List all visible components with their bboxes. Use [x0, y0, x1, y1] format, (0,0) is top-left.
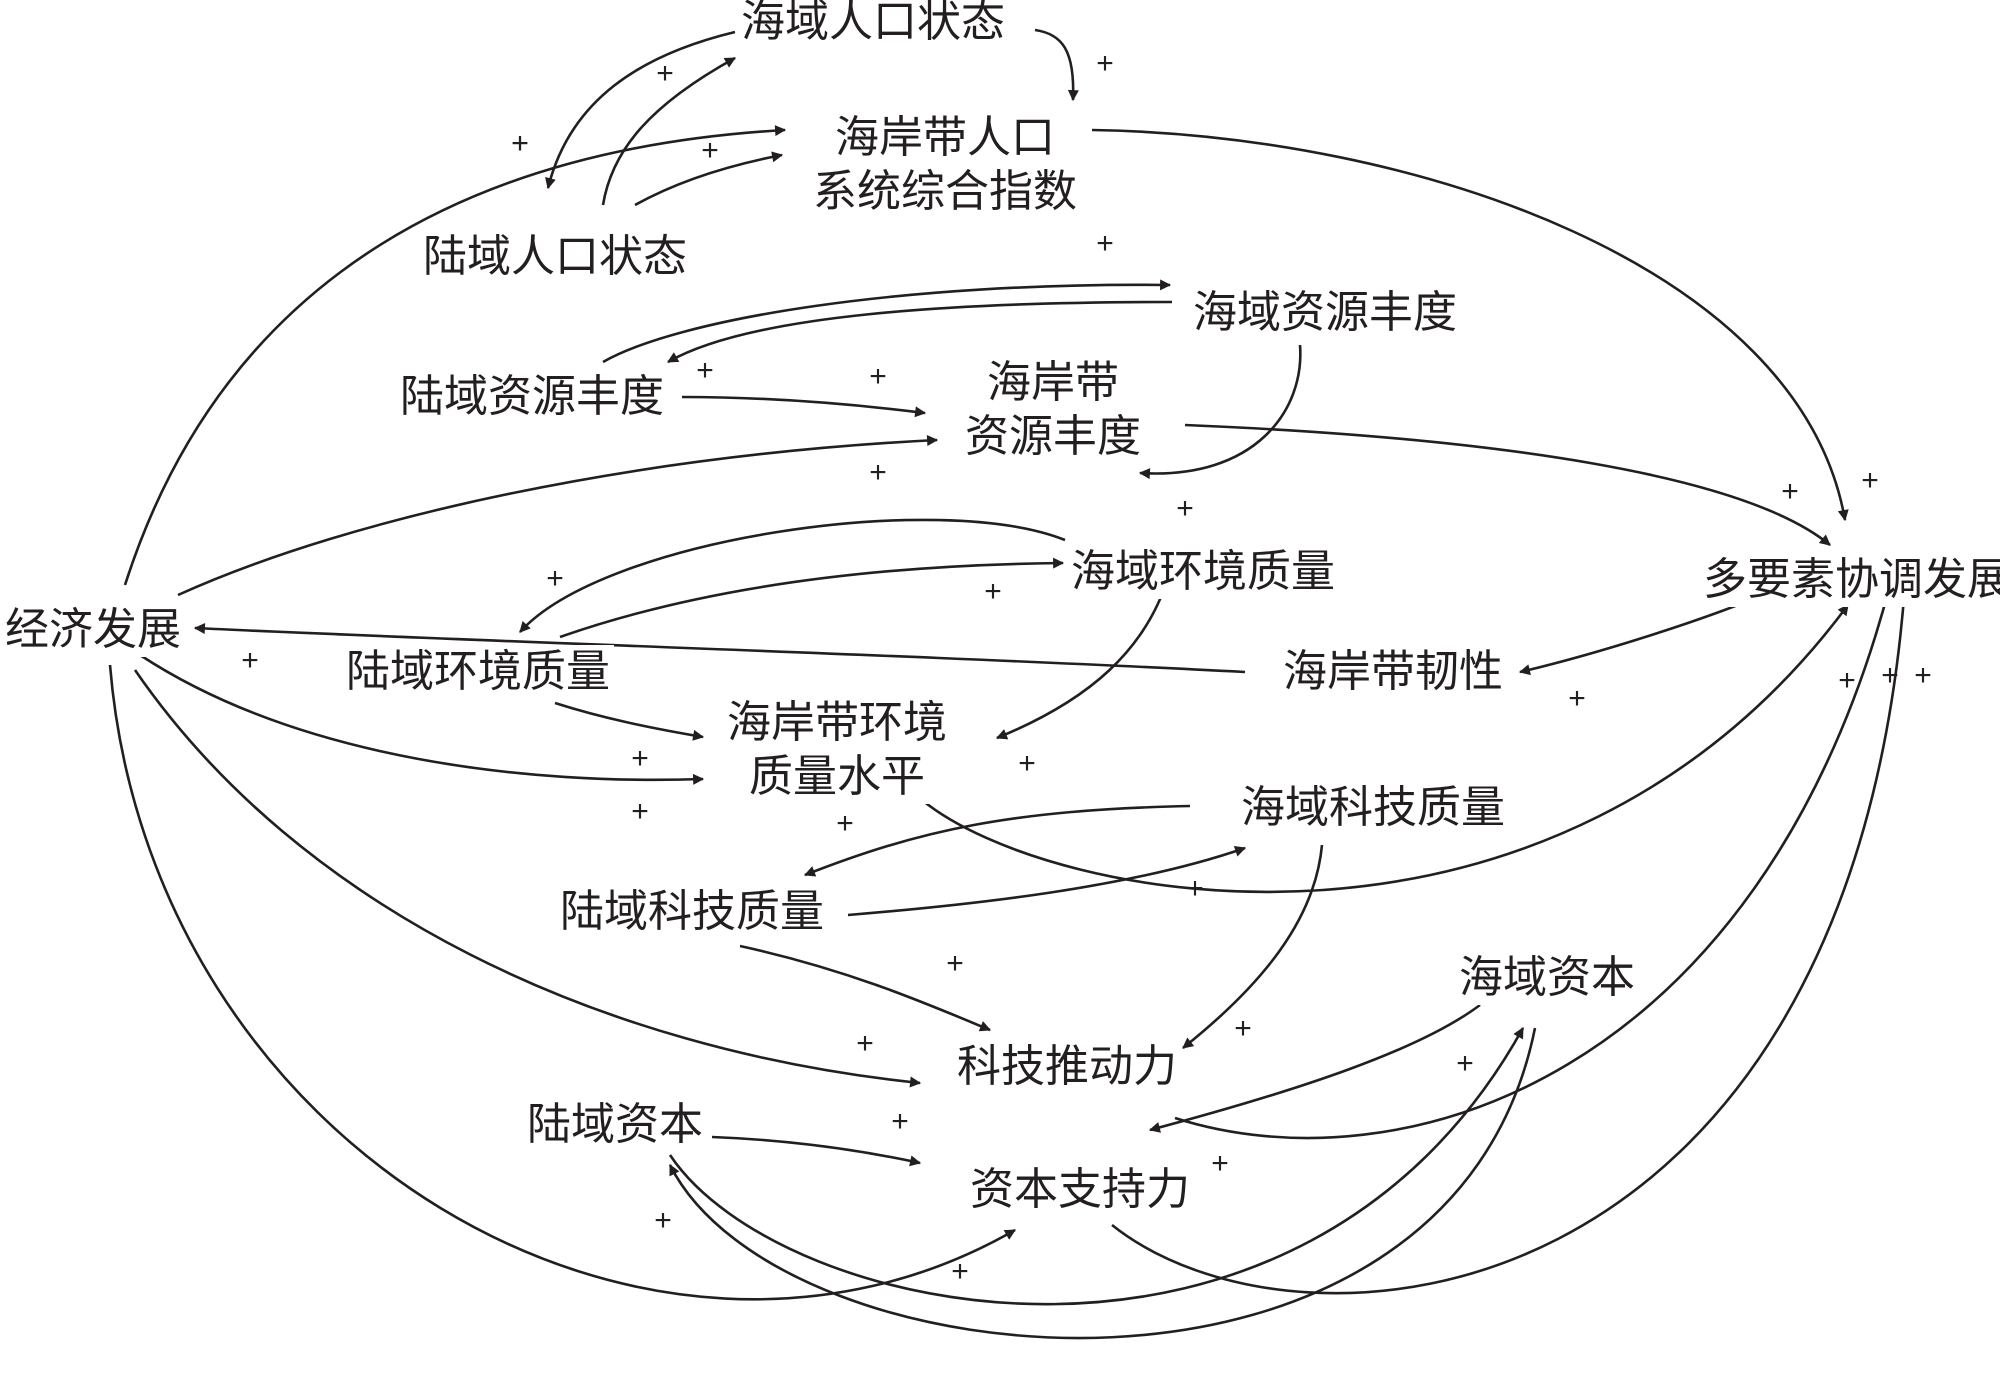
link-polarity-sign: + — [1861, 464, 1879, 497]
link-polarity-sign: + — [656, 57, 674, 90]
link-polarity-sign: + — [869, 456, 887, 489]
link-polarity-sign: + — [1456, 1047, 1474, 1080]
link-resil-to-econ — [193, 622, 1246, 674]
link-polarity-sign: + — [946, 947, 964, 980]
node-multi-factor-coordination: 多要素协调发展 — [1699, 553, 2000, 607]
link-coast_res-to-multi — [1184, 423, 1831, 547]
link-sea_cap-to-land_cap — [668, 1027, 1537, 1340]
link-polarity-sign: + — [984, 575, 1002, 608]
node-coastal-resource-abundance: 海岸带 资源丰度 — [961, 356, 1145, 464]
node-economic-development: 经济发展 — [1, 603, 185, 657]
link-polarity-sign: + — [696, 354, 714, 387]
link-sea_pop-to-coast_pop — [1034, 28, 1079, 102]
link-polarity-sign: + — [891, 1105, 909, 1138]
link-polarity-sign: + — [869, 360, 887, 393]
link-land_tech-to-tech_drive — [739, 944, 992, 1032]
link-polarity-sign: + — [1186, 872, 1204, 905]
link-polarity-sign: + — [1781, 475, 1799, 508]
link-polarity-sign: + — [1018, 747, 1036, 780]
node-sea-tech-quality: 海域科技质量 — [1237, 781, 1509, 835]
link-polarity-sign: + — [511, 127, 529, 160]
link-polarity-sign: + — [1096, 47, 1114, 80]
link-polarity-sign: + — [511, 127, 529, 160]
link-tech_drive-to-multi — [1174, 583, 1893, 1140]
node-land-capital: 陆域资本 — [523, 1098, 707, 1152]
link-econ-to-cap_sup — [108, 664, 1016, 1301]
link-polarity-sign: + — [1234, 1012, 1252, 1045]
link-econ-to-coast_pop — [123, 125, 787, 586]
link-polarity-sign: + — [1568, 682, 1586, 715]
link-coast_env-to-multi — [921, 604, 1850, 894]
link-land_env-to-sea_env — [559, 557, 1065, 639]
link-polarity-sign: + — [1211, 1147, 1229, 1180]
node-sea-environment-quality: 海域环境质量 — [1067, 545, 1339, 599]
link-sea_tech-to-tech_drive — [1182, 844, 1324, 1050]
link-sea_pop-to-land_pop — [545, 30, 736, 190]
node-coastal-resilience: 海岸带韧性 — [1279, 645, 1507, 699]
link-polarity-sign: + — [241, 644, 259, 677]
link-polarity-sign: + — [631, 795, 649, 828]
link-land_env-to-coast_env — [554, 701, 705, 741]
node-tech-driving-force: 科技推动力 — [953, 1040, 1181, 1094]
link-sea_tech-to-land_tech — [803, 804, 1191, 877]
node-land-resource-abundance: 陆域资源丰度 — [396, 370, 668, 424]
node-land-tech-quality: 陆域科技质量 — [556, 885, 828, 939]
link-polarity-sign: + — [836, 807, 854, 840]
link-sea_env-to-coast_env — [995, 577, 1170, 740]
link-polarity-sign: + — [1838, 664, 1856, 697]
link-polarity-sign: + — [654, 1204, 672, 1237]
link-coast_pop-to-multi — [1091, 128, 1849, 522]
link-polarity-sign: + — [1176, 492, 1194, 525]
link-land_res-to-sea_res — [602, 279, 1172, 364]
link-sea_env-to-land_env — [519, 518, 1066, 633]
link-sea_cap-to-cap_sup — [1148, 1003, 1481, 1133]
link-land_cap-to-cap_sup — [711, 1135, 922, 1167]
link-sea_res-to-land_res — [667, 300, 1173, 364]
link-land_pop-to-coast_pop — [634, 151, 784, 207]
link-econ-to-coast_env — [139, 653, 705, 785]
link-polarity-sign: + — [1914, 659, 1932, 692]
link-econ-to-tech_drive — [133, 669, 922, 1088]
link-polarity-sign: + — [546, 562, 564, 595]
link-polarity-sign: + — [1096, 227, 1114, 260]
node-land-population: 陆域人口状态 — [419, 230, 691, 284]
link-land_pop-to-sea_pop — [601, 56, 736, 206]
link-polarity-sign: + — [856, 1027, 874, 1060]
link-land_cap-to-sea_cap — [668, 1027, 1525, 1306]
node-sea-capital: 海域资本 — [1455, 951, 1639, 1005]
node-coastal-environment-level: 海岸带环境 质量水平 — [723, 696, 951, 804]
link-cap_sup-to-multi — [1111, 583, 1910, 1295]
link-polarity-sign: + — [951, 1255, 969, 1288]
link-econ-to-coast_res — [177, 435, 939, 597]
node-capital-support: 资本支持力 — [966, 1163, 1194, 1217]
link-land_res-to-coast_res — [681, 395, 927, 418]
node-coastal-population-index: 海岸带人口 系统综合指数 — [809, 111, 1081, 219]
link-polarity-sign: + — [701, 134, 719, 167]
node-land-environment-quality: 陆域环境质量 — [342, 645, 614, 699]
node-sea-population: 海域人口状态 — [737, 0, 1009, 49]
link-sea_res-to-coast_res — [1138, 344, 1302, 480]
link-polarity-sign: + — [631, 742, 649, 775]
link-polarity-sign: + — [1881, 659, 1899, 692]
node-sea-resource-abundance: 海域资源丰度 — [1189, 286, 1461, 340]
link-land_tech-to-sea_tech — [847, 846, 1247, 917]
